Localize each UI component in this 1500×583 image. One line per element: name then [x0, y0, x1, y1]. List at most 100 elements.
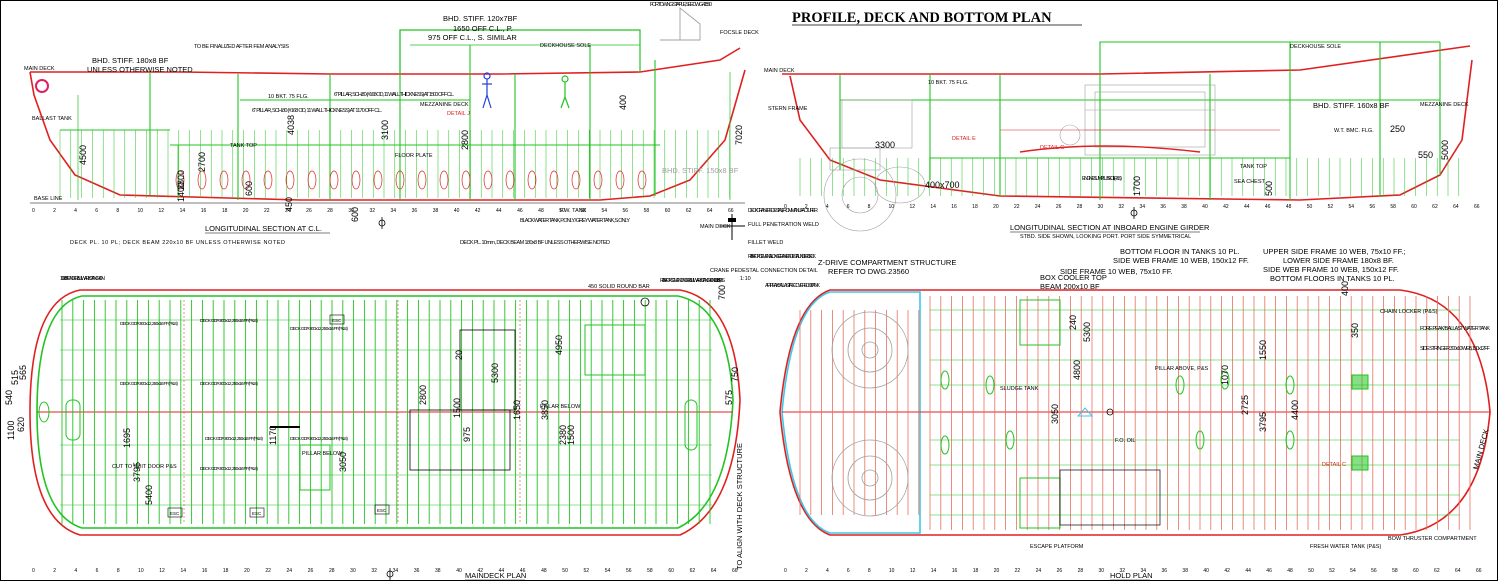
md-esc-label: ESC	[332, 318, 342, 323]
lc-frame-number: 58	[644, 208, 650, 214]
scale-person-icon-2	[560, 75, 570, 109]
lc-frame-number: 14	[180, 208, 186, 214]
hp-dim: 400	[1340, 281, 1350, 296]
md-deck-girder-label: DECK GDR 800x12, 250x16 FF (P&S)	[290, 326, 348, 332]
legend-main-deck: MAIN DECK	[700, 224, 731, 230]
md-dim: 1650	[512, 400, 522, 420]
lc-frame-number: 40	[454, 208, 460, 214]
lc-frame-number: 66	[728, 208, 734, 214]
lc-pillar-1: 6" PILLAR, SCH.80 (#168 OD, 11 WALL THIC…	[252, 108, 382, 114]
hp-bow: BOW THRUSTER COMPARTMENT	[1388, 536, 1477, 542]
le-tank-top: TANK TOP	[1240, 164, 1267, 170]
le-frame-number: 42	[1223, 204, 1229, 210]
lc-frame-number: 52	[580, 208, 586, 214]
lc-frame-number: 22	[264, 208, 270, 214]
hp-frame-number: 40	[1203, 568, 1209, 574]
lc-lightening-hole	[461, 170, 471, 190]
hp-fuel-oil: F.O. OIL	[1115, 438, 1135, 444]
lc-deckhouse-label: DECKHOUSE SOLE	[540, 43, 591, 49]
hp-dim: 240	[1068, 315, 1078, 330]
legend-reinf: REINFORCEMENT ALONG CRANE PEDESTAL UNDER…	[748, 254, 816, 260]
lc-lightening-hole	[483, 170, 493, 190]
lc-lightening-hole	[615, 170, 625, 190]
le-frame-number: 28	[1077, 204, 1083, 210]
lc-detail-j: DETAIL J	[447, 111, 470, 117]
md-dim: 1695	[122, 428, 132, 448]
le-frame-number: 32	[1119, 204, 1125, 210]
zdrive-unit-icon	[831, 311, 909, 517]
lc-bhd-top-1: BHD. STIFF. 120x7BF	[443, 14, 518, 23]
lc-ballast-label: BALLAST TANK	[32, 116, 72, 122]
md-frame-number: 26	[308, 568, 314, 574]
le-engine-sump: ENGINE SUMP LUBE OIL (P&S)	[1082, 176, 1122, 182]
le-dim: 1700	[1132, 176, 1142, 196]
lc-lightening-hole	[329, 170, 339, 190]
hold-plan	[779, 289, 1491, 536]
lc-frame-number: 28	[327, 208, 333, 214]
lc-lightening-hole	[395, 170, 405, 190]
le-frame-number: 12	[909, 204, 915, 210]
md-frame-number: 64	[711, 568, 717, 574]
md-frame-number: 8	[117, 568, 120, 574]
lc-main-deck-label: MAIN DECK	[24, 66, 55, 72]
le-dim: 550	[1418, 150, 1433, 160]
hp-frame-number: 50	[1308, 568, 1314, 574]
lc-lightening-hole	[417, 170, 427, 190]
md-escape-hatch-icon	[329, 314, 345, 325]
lc-frame-number: 32	[369, 208, 375, 214]
hp-side-frame: SIDE FRAME 10 WEB, 75x10 FF.	[1060, 267, 1173, 276]
hp-lightening-hole	[1175, 375, 1185, 395]
hp-dim: 3795	[1258, 412, 1268, 432]
lc-dim: 4038	[286, 115, 296, 135]
le-frame-number: 30	[1098, 204, 1104, 210]
le-frame-number: 10	[889, 204, 895, 210]
engine-ghost	[1059, 84, 1216, 156]
hp-refer: REFER TO DWG.23560	[828, 267, 909, 276]
md-frame-number: 0	[32, 568, 35, 574]
le-dim: 5000	[1440, 140, 1450, 160]
weld-legend	[720, 214, 745, 240]
md-dim: 1170	[268, 426, 278, 445]
md-frame-number: 38	[435, 568, 441, 574]
md-frame-number: 44	[499, 568, 505, 574]
hp-pillar: PILLAR ABOVE, P&S	[1155, 366, 1209, 372]
lc-frame-number: 50	[559, 208, 565, 214]
le-frame-number: 46	[1265, 204, 1271, 210]
md-dim: 20	[454, 350, 464, 360]
lc-lightening-hole	[593, 170, 603, 190]
md-frame-number: 24	[287, 568, 293, 574]
le-frame-number: 36	[1160, 204, 1166, 210]
zdrive-ghost	[823, 99, 926, 232]
hp-upper-side: UPPER SIDE FRAME 10 WEB, 75x10 FF.;	[1263, 247, 1406, 256]
hp-frame-number: 24	[1036, 568, 1042, 574]
md-escape-hatch-icon	[167, 507, 183, 518]
hp-frame-number: 14	[931, 568, 937, 574]
md-dim: 3850	[540, 400, 550, 420]
le-bhd-stiff: BHD. STIFF. 160x8 BF	[1313, 101, 1390, 110]
hp-lightening-hole	[1005, 430, 1015, 450]
lc-frame-number: 12	[159, 208, 165, 214]
lc-lightening-hole	[373, 170, 383, 190]
md-frame-number: 2	[53, 568, 56, 574]
md-frame-number: 36	[414, 568, 420, 574]
hp-fore-peak: FORE PEAK/ BALLAST WATER TANK	[1420, 326, 1490, 332]
md-dim: 575	[724, 390, 734, 405]
lc-lightening-hole	[527, 170, 537, 190]
hp-frame-number: 46	[1266, 568, 1272, 574]
lc-frame-number: 42	[475, 208, 481, 214]
le-frame-number: 50	[1307, 204, 1313, 210]
profile-centerline	[29, 7, 746, 204]
lc-lightening-hole	[197, 170, 207, 190]
lc-frame-number: 36	[412, 208, 418, 214]
hp-detail-c: DETAIL C	[1322, 462, 1346, 468]
hp-sludge: SLUDGE TANK	[1000, 386, 1039, 392]
lc-base-line-label: BASE LINE	[34, 196, 63, 202]
hp-frame-number: 36	[1161, 568, 1167, 574]
hp-side-stringer: SIDE STRINGER 300x10 WEB, 150x12 FF	[1420, 346, 1491, 352]
lc-bhd-top-3: 975 OFF C.L., S. SIMILAR	[428, 33, 517, 42]
hp-frame-number: 28	[1078, 568, 1084, 574]
md-frame-number: 60	[668, 568, 674, 574]
md-dim: 3050	[338, 452, 348, 472]
drawing-title: PROFILE, DECK AND BOTTOM PLAN	[792, 10, 1052, 26]
